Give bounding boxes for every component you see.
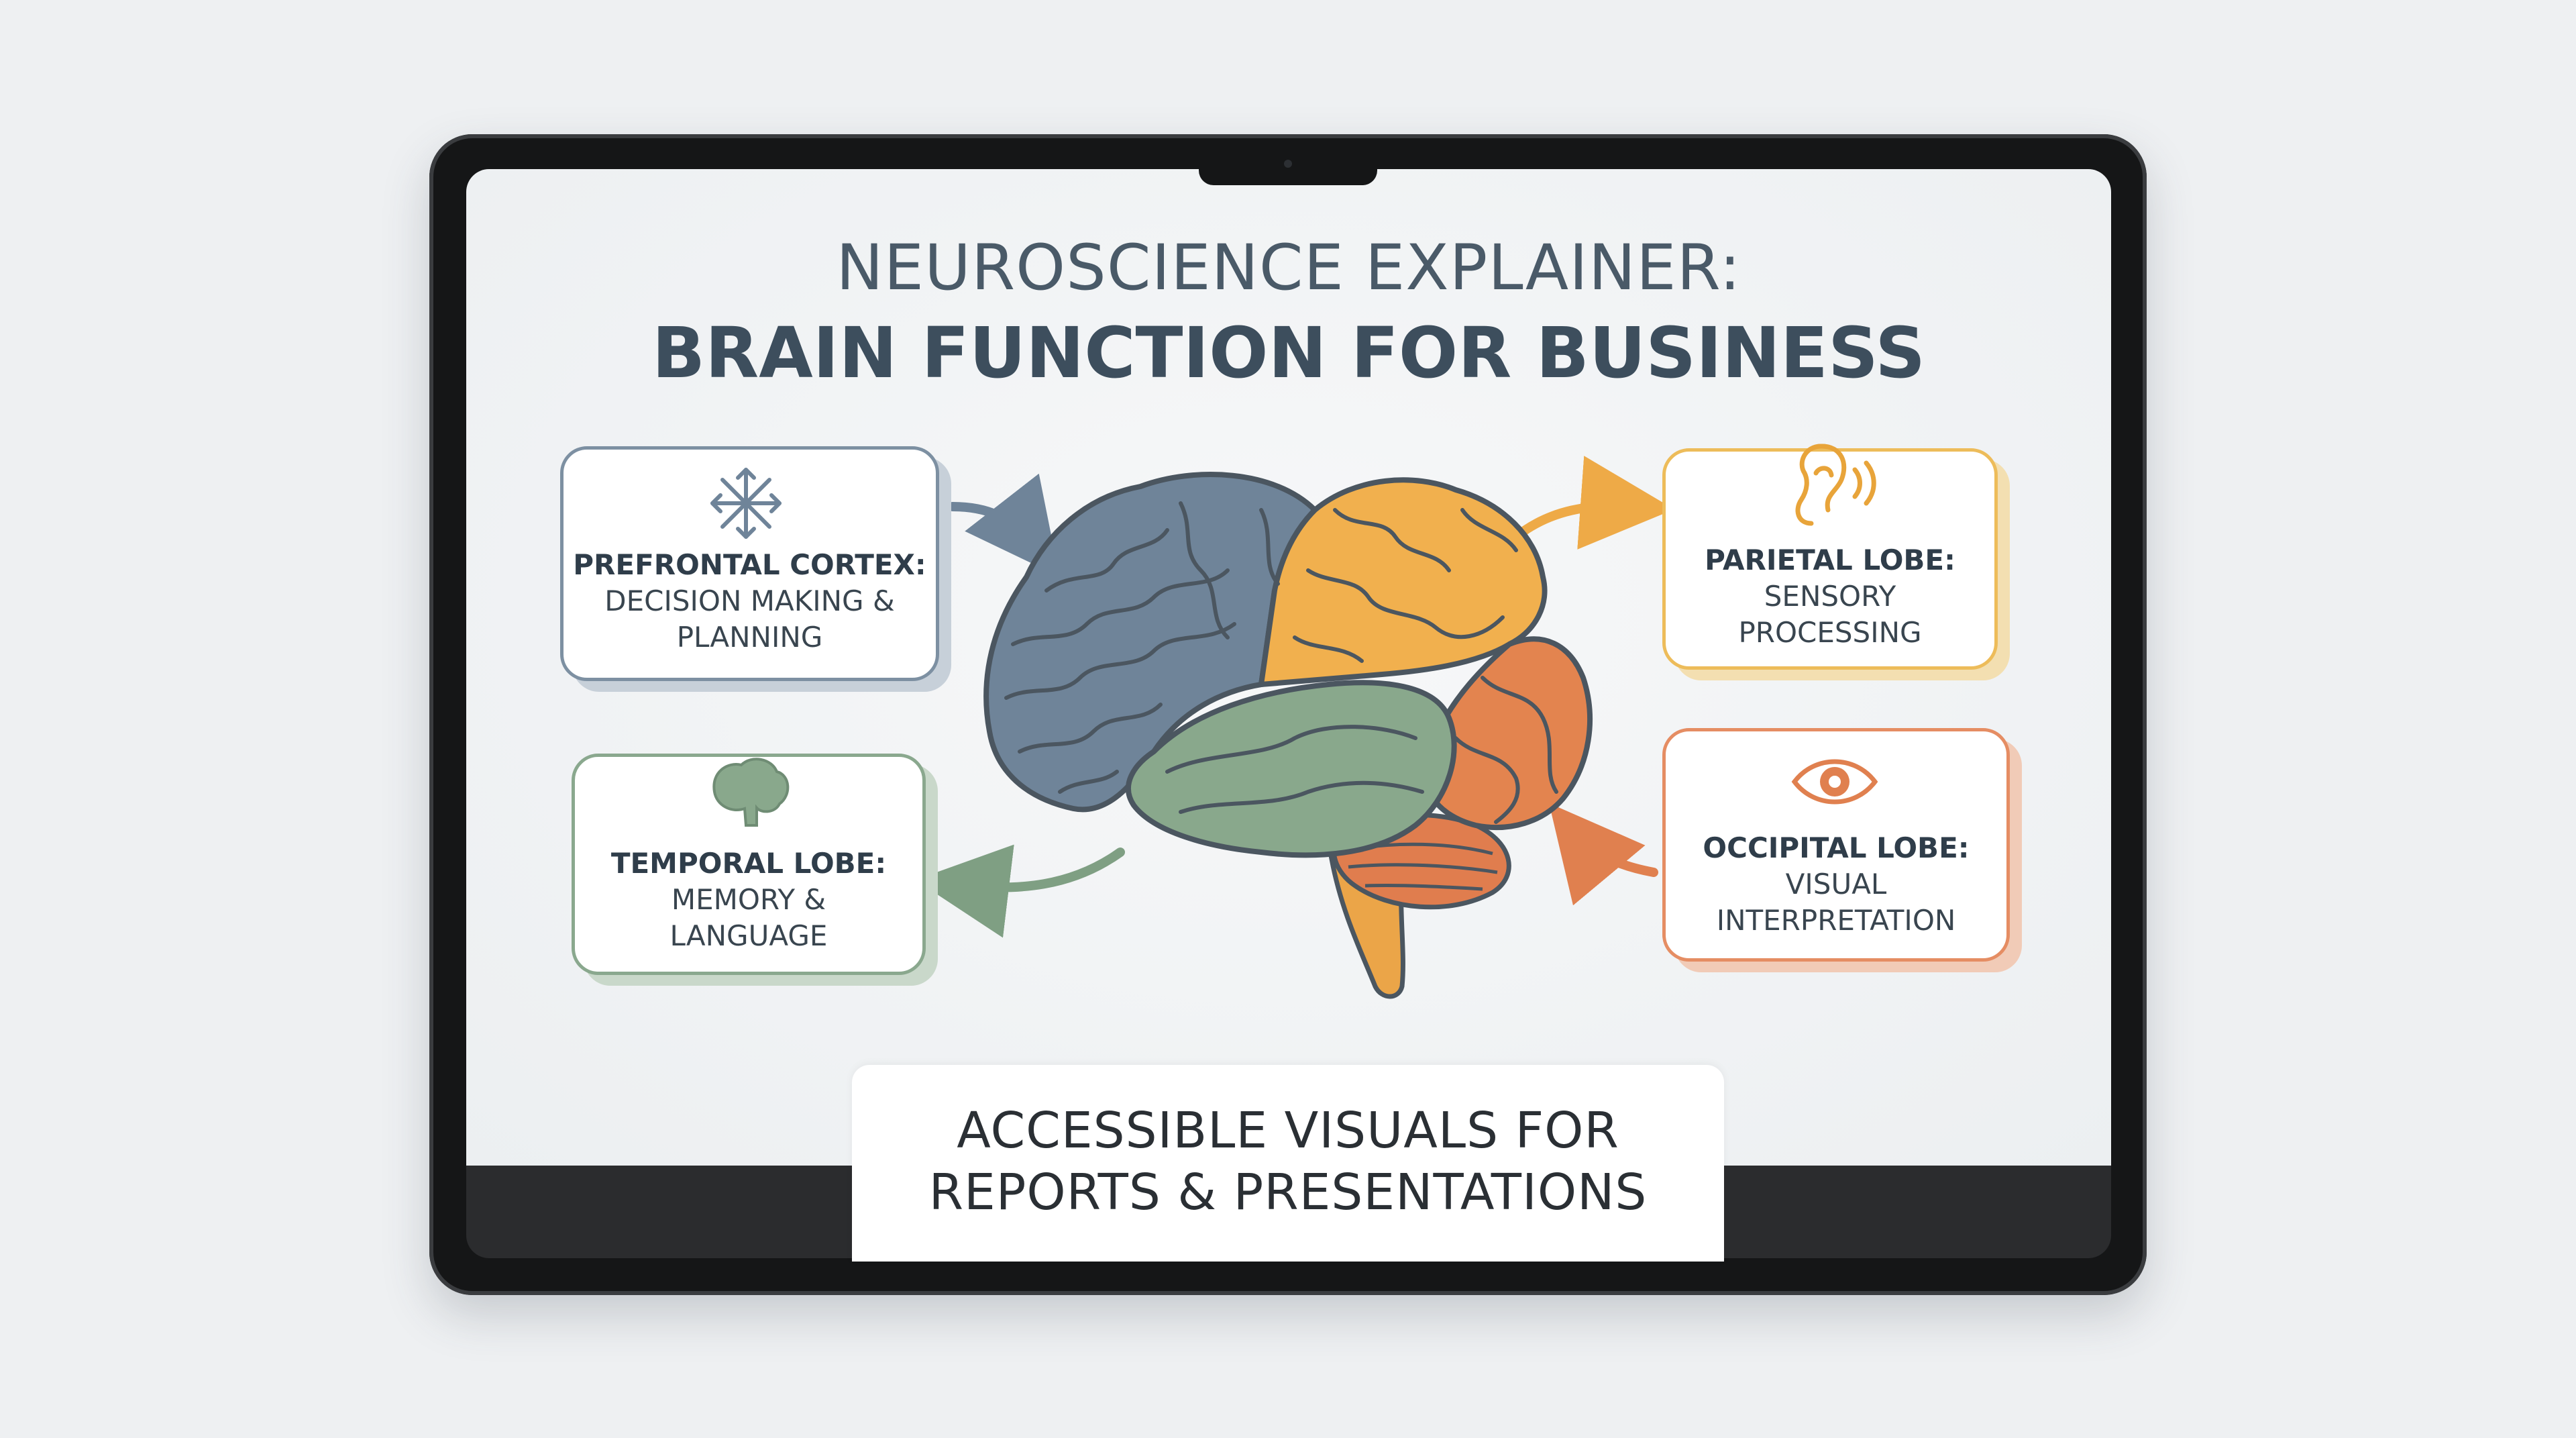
card-heading: PREFRONTAL CORTEX: [573, 548, 926, 581]
card-parietal-lobe: PARIETAL LOBE: SENSORY PROCESSING [1662, 448, 1998, 670]
card-heading: PARIETAL LOBE: [1705, 544, 1955, 576]
brain-folds [1004, 501, 1558, 824]
card-heading: OCCIPITAL LOBE: [1703, 831, 1970, 864]
card-temporal-lobe: TEMPORAL LOBE: MEMORY & LANGUAGE [572, 754, 926, 975]
caption-line-1: ACCESSIBLE VISUALS FOR [957, 1102, 1619, 1160]
card-body-line-1: DECISION MAKING & [604, 584, 895, 617]
device-notch [1199, 153, 1377, 185]
card-body-line-2: PLANNING [676, 621, 823, 654]
title-line-1: NEUROSCIENCE EXPLAINER: [836, 232, 1741, 305]
temporal-lobe [1125, 680, 1457, 858]
arrow-temporal [915, 844, 1125, 938]
card-body-line-2: INTERPRETATION [1716, 904, 1956, 937]
arrow-parietal [1511, 456, 1674, 550]
card-heading: TEMPORAL LOBE: [610, 847, 887, 880]
title-line-2: BRAIN FUNCTION FOR BUSINESS [651, 312, 1926, 394]
card-body-line-1: VISUAL [1785, 868, 1887, 901]
card-body-line-2: PROCESSING [1738, 616, 1922, 649]
card-body-line-1: SENSORY [1764, 580, 1896, 613]
card-body-line-2: LANGUAGE [669, 919, 828, 952]
caption-line-2: REPORTS & PRESENTATIONS [928, 1164, 1648, 1221]
card-prefrontal-cortex: PREFRONTAL CORTEX: DECISION MAKING & PLA… [560, 446, 939, 681]
arrow-prefrontal [948, 473, 1060, 577]
card-body-line-1: MEMORY & [671, 883, 826, 916]
arrow-occipital [1549, 803, 1658, 906]
card-occipital-lobe: OCCIPITAL LOBE: VISUAL INTERPRETATION [1662, 728, 2010, 962]
caption-banner: ACCESSIBLE VISUALS FOR REPORTS & PRESENT… [852, 1065, 1724, 1262]
camera-icon [1284, 160, 1292, 168]
